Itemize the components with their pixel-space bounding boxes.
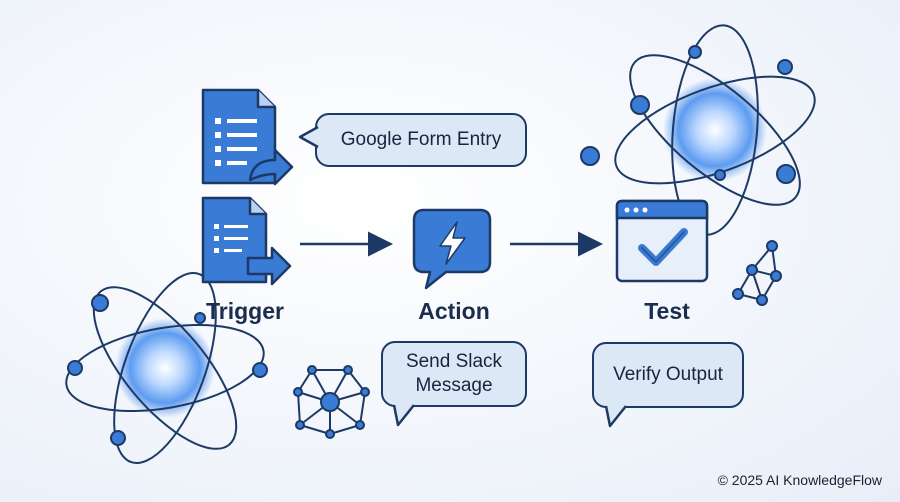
google-form-entry-label: Google Form Entry xyxy=(340,129,502,151)
bubble-tail xyxy=(298,125,319,149)
network-graph-icon xyxy=(293,365,370,439)
send-slack-line-1: Send Slack xyxy=(405,351,503,373)
molecule-graph-icon xyxy=(732,240,782,306)
copyright-footer: © 2025 AI KnowledgeFlow xyxy=(717,472,882,488)
send-slack-message-bubble: Send Slack Message xyxy=(381,341,527,407)
bubble-tail xyxy=(392,404,415,427)
verify-output-bubble: Verify Output xyxy=(592,342,744,408)
stage-title-trigger: Trigger xyxy=(206,298,284,324)
stage-title-action: Action xyxy=(418,298,490,324)
atom-top-right-icon xyxy=(580,24,816,236)
verify-output-label: Verify Output xyxy=(613,364,723,386)
send-slack-line-2: Message xyxy=(415,375,493,396)
document-trigger-icon xyxy=(201,196,292,286)
document-share-icon xyxy=(201,88,294,186)
atom-bottom-left-icon xyxy=(65,272,268,464)
lightning-bolt-icon xyxy=(412,208,492,290)
google-form-entry-bubble: Google Form Entry xyxy=(315,113,527,167)
bubble-tail xyxy=(604,405,627,428)
stage-title-test: Test xyxy=(644,298,690,324)
browser-check-icon xyxy=(615,199,709,283)
